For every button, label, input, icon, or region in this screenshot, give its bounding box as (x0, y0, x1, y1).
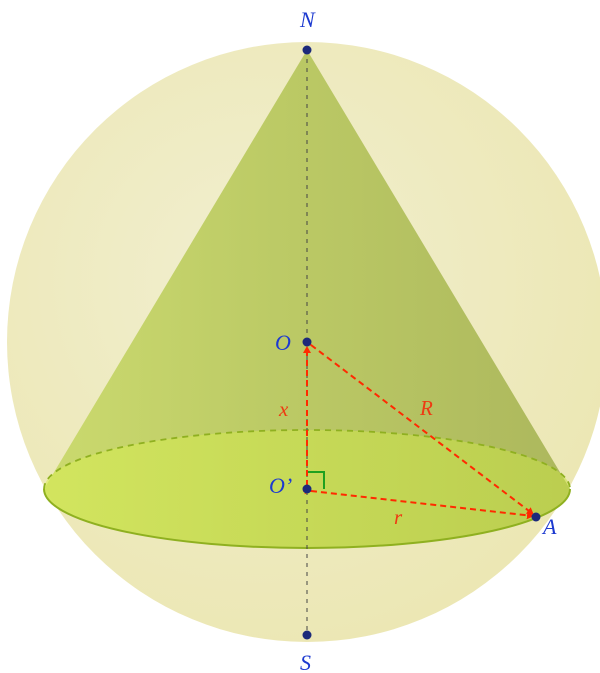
label-r: r (394, 505, 403, 529)
label-x: x (278, 397, 289, 421)
point-O (302, 337, 312, 347)
label-S: S (300, 650, 311, 673)
label-R: R (419, 396, 433, 420)
label-O-prime: O’ (269, 473, 292, 498)
label-O: O (275, 330, 291, 355)
segment-r (304, 486, 534, 520)
segment-R (303, 338, 534, 515)
point-N (302, 45, 312, 55)
label-N: N (299, 7, 316, 32)
point-S (302, 630, 312, 640)
point-A (531, 512, 541, 522)
point-O-prime (302, 484, 312, 494)
label-A: A (541, 514, 557, 539)
